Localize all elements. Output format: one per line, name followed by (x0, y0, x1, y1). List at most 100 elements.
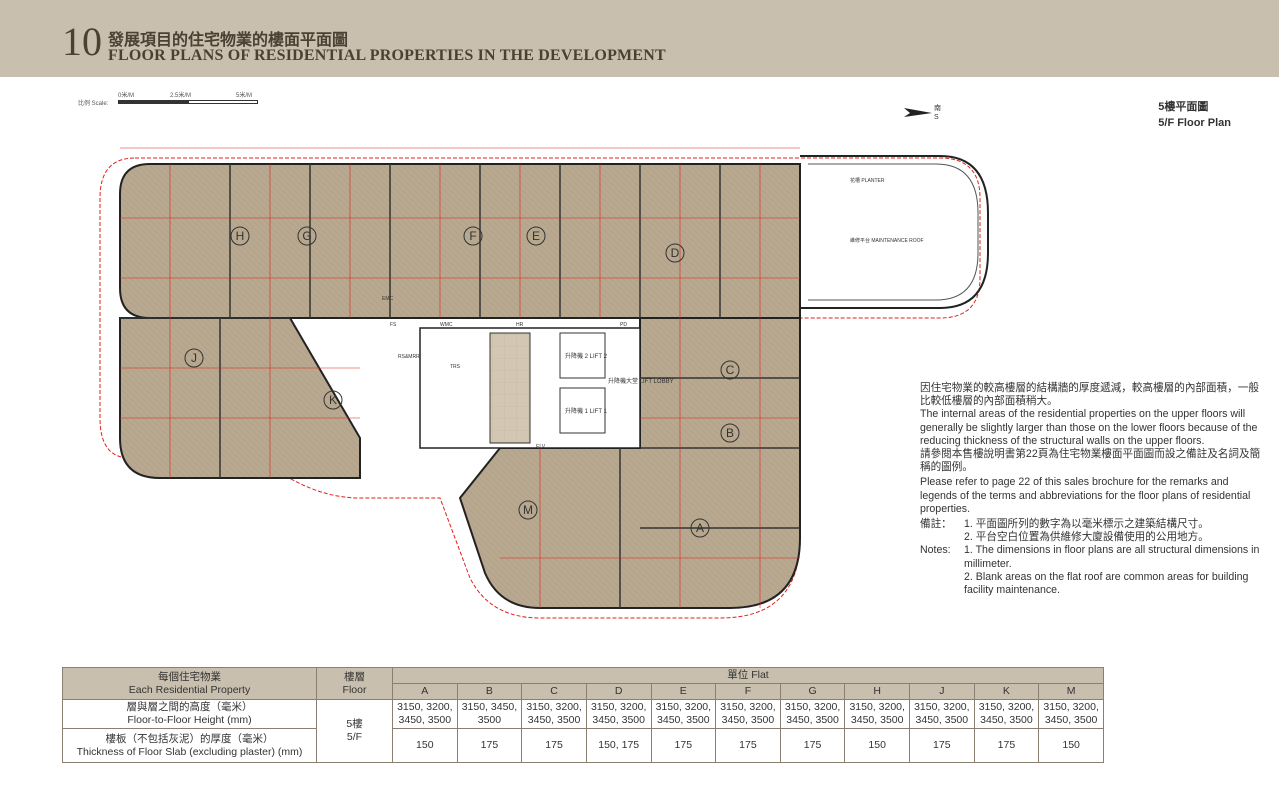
north-indicator: 南 S (904, 104, 941, 123)
section-title-en: FLOOR PLANS OF RESIDENTIAL PROPERTIES IN… (108, 47, 666, 64)
floor-plan: 升降機 2 LIFT 2 升降機 1 LIFT 1 升降機大堂 LIFT LOB… (99, 147, 989, 619)
upper-wing (119, 163, 801, 319)
emc-label: EMC (382, 296, 394, 302)
trs-label: TRS (450, 364, 461, 370)
flat-J-label: J (191, 351, 197, 365)
height-cell-line: 3450, 3500 (915, 714, 969, 726)
flat-col-header: F (715, 683, 781, 700)
flat-C-label: C (726, 363, 735, 377)
section-number: 10 (62, 19, 102, 64)
height-cell: 3150, 3200,3450, 3500 (973, 699, 1040, 729)
flat-F-marker (463, 226, 483, 246)
height-cell-line: 3150, 3200, (1043, 701, 1099, 713)
section-title-zh: 發展項目的住宅物業的樓面平面圖 (108, 32, 349, 49)
fs-label: FS (390, 322, 397, 328)
scale-tick-2: 5米/M (236, 93, 253, 99)
slab-cell: 175 (715, 728, 781, 763)
header-floor-en: Floor (342, 683, 367, 696)
header-flat: 單位 Flat (392, 667, 1104, 684)
height-cell: 3150, 3200,3450, 3500 (715, 699, 781, 729)
note-en-2: 2. Blank areas on the flat roof are comm… (964, 570, 1249, 597)
height-cell-line: 3450, 3500 (786, 714, 839, 726)
flat-G-marker (297, 226, 317, 246)
floor-en: 5/F (346, 731, 363, 743)
row-height-zh: 層與層之間的高度（毫米） (126, 701, 253, 713)
flat-col-header: A (392, 683, 458, 700)
flat-col-header: M (1038, 683, 1104, 700)
note-ref-zh: 請參閱本售樓說明書第22頁為住宅物業樓面平面圖而設之備註及名詞及簡稱的圖例。 (920, 448, 1261, 474)
lift-1 (559, 387, 606, 434)
height-cell-line: 3450, 3500 (527, 714, 581, 726)
note-ref-en: Please refer to page 22 of this sales br… (920, 476, 1251, 515)
lift-lobby-label: 升降機大堂 LIFT LOBBY (608, 377, 674, 385)
floor-cell: 5樓 5/F (316, 699, 393, 763)
height-cell-line: 3450, 3500 (592, 714, 645, 726)
planter-outline (808, 163, 979, 301)
flat-E-label: E (532, 229, 540, 243)
header-property-zh: 每個住宅物業 (158, 670, 221, 683)
scale-graphic (118, 100, 258, 104)
direction-arrow-icon (904, 108, 932, 117)
height-row: 層與層之間的高度（毫米） Floor-to-Floor Height (mm) … (62, 699, 1104, 763)
slab-cell: 150, 175 (585, 728, 652, 763)
row-height-en: Floor-to-Floor Height (mm) (127, 714, 252, 726)
flat-col-header: D (585, 683, 652, 700)
spec-table: 每個住宅物業 Each Residential Property 樓層 Floo… (62, 667, 1104, 763)
slab-cell: 175 (973, 728, 1040, 763)
scale-tick-0: 0米/M (118, 93, 135, 99)
flat-B-label: B (726, 426, 734, 440)
plan-title: 5樓平面圖 5/F Floor Plan (1158, 98, 1231, 129)
row-slab-en: Thickness of Floor Slab (excluding plast… (76, 745, 303, 758)
slab-row: 樓板（不包括灰泥）的厚度（毫米） Thickness of Floor Slab… (62, 728, 1104, 763)
row-slab-zh: 樓板（不包括灰泥）的厚度（毫米） (105, 732, 274, 745)
hr-label: HR (516, 322, 524, 328)
left-wing (119, 317, 361, 479)
height-cell: 3150, 3200,3450, 3500 (521, 699, 587, 729)
flat-col-header: H (844, 683, 910, 700)
page-header: 10 發展項目的住宅物業的樓面平面圖 FLOOR PLANS OF RESIDE… (0, 0, 1279, 77)
wmc-label: WMC (440, 322, 453, 328)
floor-zh: 5樓 (346, 718, 363, 730)
row-slab-label: 樓板（不包括灰泥）的厚度（毫米） Thickness of Floor Slab… (62, 728, 317, 763)
slab-cell: 175 (909, 728, 975, 763)
flat-H-label: H (236, 229, 245, 243)
height-cell-line: 3150, 3450, (461, 701, 518, 713)
dimension-lines (120, 147, 800, 608)
height-cell-line: 3450, 3500 (1044, 714, 1098, 726)
lower-wing (458, 317, 801, 609)
height-cell-line: 3450, 3500 (398, 714, 452, 726)
flat-F-label: F (469, 229, 476, 243)
flat-G-label: G (302, 229, 311, 243)
note-area-zh: 因住宅物業的較高樓層的結構牆的厚度遞減，較高樓層的內部面積，一般比較低樓層的內部… (920, 382, 1259, 408)
slab-cell: 150 (392, 728, 458, 763)
scale-tick-1: 2.5米/M (170, 93, 192, 99)
planter-label: 花槽 PLANTER (850, 177, 885, 184)
flat-H-marker (230, 226, 250, 246)
direction-zh: 南 (934, 105, 941, 112)
pd-label: PD (620, 322, 627, 328)
flat-K-label: K (329, 393, 337, 407)
flat-M-label: M (523, 503, 533, 517)
plan-title-zh: 5樓平面圖 (1158, 101, 1209, 113)
partition-walls (120, 164, 800, 608)
height-cell: 3150, 3200,3450, 3500 (1038, 699, 1104, 729)
height-cell-line: 3150, 3200, (720, 701, 776, 713)
slab-cell: 175 (779, 728, 846, 763)
maint-roof-label: 維修平台 MAINTENANCE ROOF (850, 237, 924, 244)
height-cell-line: 3150, 3200, (655, 701, 712, 713)
height-cell-line: 3450, 3500 (721, 714, 775, 726)
slab-cell: 150 (1038, 728, 1104, 763)
height-cell: 3150, 3200,3450, 3500 (585, 699, 652, 729)
direction-en: S (934, 114, 939, 121)
height-cell-line: 3450, 3500 (980, 714, 1033, 726)
height-cell-line: 3150, 3200, (849, 701, 905, 713)
slab-cell: 175 (650, 728, 717, 763)
flat-A-label: A (696, 521, 704, 535)
notes-key-en: Notes: (920, 544, 951, 557)
header-floor: 樓層 Floor (316, 667, 393, 700)
slab-cell: 175 (456, 728, 523, 763)
notes-key-zh: 備註： (920, 518, 952, 531)
height-cell-line: 3500 (477, 714, 502, 726)
height-cell-line: 3150, 3200, (590, 701, 647, 713)
